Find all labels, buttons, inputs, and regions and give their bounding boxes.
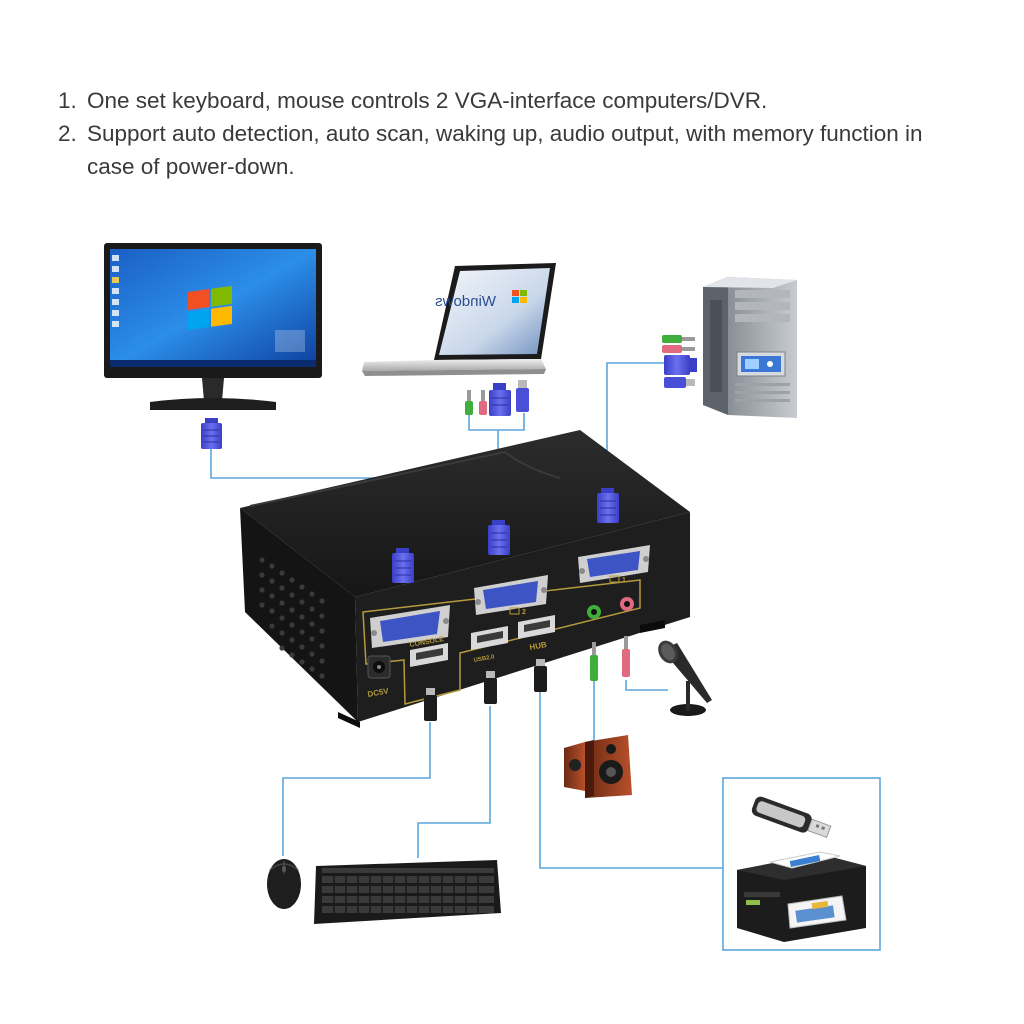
audio-plug-icon xyxy=(479,390,487,415)
printer-icon xyxy=(737,851,866,942)
vga-plug-icon xyxy=(664,355,697,375)
usb-plug-icon xyxy=(424,688,437,721)
usb-port-console-mouse xyxy=(410,643,448,667)
windows-logo-icon xyxy=(512,290,527,303)
audio-plug-icon xyxy=(622,636,630,677)
feature-item-2: 2. Support auto detection, auto scan, wa… xyxy=(58,117,958,183)
vga-port-2: 2 xyxy=(474,575,548,616)
feature-text: One set keyboard, mouse controls 2 VGA-i… xyxy=(87,88,768,113)
vga-port-1: 1 xyxy=(578,545,650,584)
port-2-label: 2 xyxy=(522,609,526,616)
feature-text: Support auto detection, auto scan, wakin… xyxy=(87,121,923,179)
feature-item-1: 1. One set keyboard, mouse controls 2 VG… xyxy=(58,84,958,117)
pc-tower-icon xyxy=(703,277,797,418)
line-pc-to-port1 xyxy=(606,362,667,488)
usb-port-console-keyboard xyxy=(471,626,508,650)
kvm-vga-plugs xyxy=(392,488,619,583)
connection-lines xyxy=(210,362,881,951)
feature-list: 1. One set keyboard, mouse controls 2 VG… xyxy=(58,84,958,183)
kvm-usb-plugs xyxy=(424,636,630,721)
usb-plug-icon xyxy=(484,671,497,704)
feature-number: 2. xyxy=(58,121,77,146)
vga-plug-icon xyxy=(489,383,511,416)
audio-plug-icon xyxy=(662,345,695,353)
feature-number: 1. xyxy=(58,88,77,113)
vga-port-console xyxy=(370,605,450,648)
line-mouse xyxy=(282,722,431,856)
vent-holes xyxy=(259,557,325,679)
microphone-icon xyxy=(658,640,712,716)
audio-plug-icon xyxy=(465,390,473,415)
speakers-icon xyxy=(564,735,632,798)
vga-plug-icon xyxy=(392,548,414,583)
dc-power-jack xyxy=(367,655,391,679)
line-microphone xyxy=(625,680,668,691)
usb2-label: USB2.0 xyxy=(473,654,495,664)
hub-label: HUB xyxy=(529,640,548,652)
audio-plug-icon xyxy=(590,642,598,681)
usb-plug-icon xyxy=(534,659,547,692)
port-1-label: 1 xyxy=(622,577,626,584)
keyboard-icon xyxy=(314,860,501,924)
vga-plug-icon xyxy=(597,488,619,523)
line-hub-to-devices xyxy=(539,692,723,869)
laptop-screen-text: Windows xyxy=(435,293,496,310)
usb-plug-icon xyxy=(516,380,529,412)
pc-plugs xyxy=(662,335,697,388)
usb-flash-drive-icon xyxy=(751,796,832,839)
laptop-plugs xyxy=(465,380,529,416)
line-keyboard xyxy=(417,706,491,858)
usb-devices-box xyxy=(722,777,881,951)
power-label: DC5V xyxy=(367,686,390,699)
audio-jack-green xyxy=(587,605,601,619)
monitor-icon xyxy=(104,243,322,410)
audio-jack-pink xyxy=(620,597,634,611)
usb-port-hub xyxy=(518,615,555,639)
audio-plug-icon xyxy=(662,335,695,343)
vga-plug-icon xyxy=(488,520,510,555)
windows-logo-icon xyxy=(188,285,232,330)
mouse-icon xyxy=(267,859,301,909)
usb-plug-icon xyxy=(664,377,695,388)
vga-plug-icon xyxy=(201,418,222,449)
kvm-switch: 2 1 CONSOLE U xyxy=(240,430,690,728)
laptop-icon: Windows xyxy=(362,263,556,376)
